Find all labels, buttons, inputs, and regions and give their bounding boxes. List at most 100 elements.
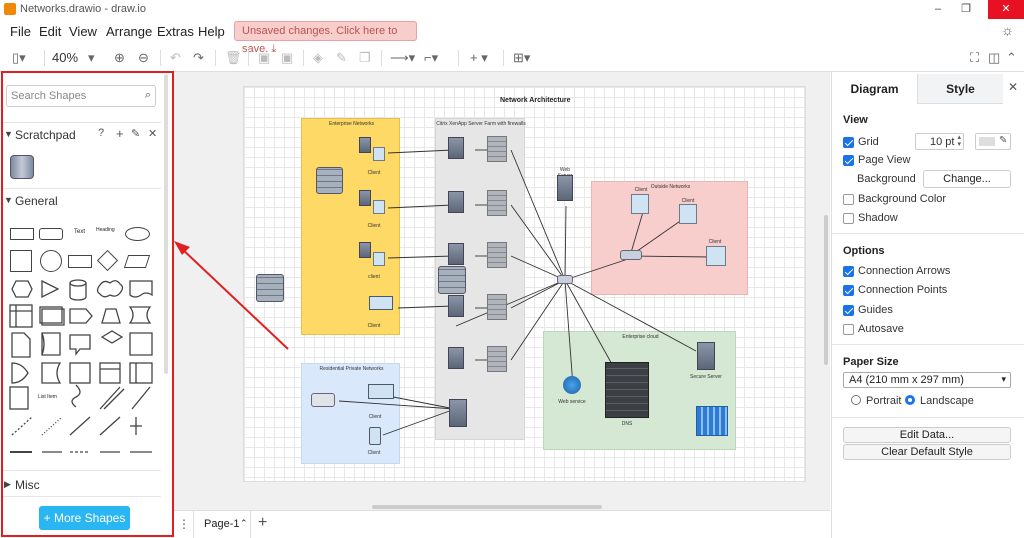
client-monitor-icon[interactable] — [373, 147, 385, 161]
menu-extras[interactable]: Extras — [157, 24, 194, 39]
secure-server-label[interactable]: Secure Server — [690, 374, 722, 380]
background-change-button[interactable]: Change... — [923, 170, 1011, 188]
laptop-icon[interactable] — [368, 384, 394, 399]
close-panel-icon[interactable]: ✕ — [1008, 80, 1019, 94]
client-tower-icon[interactable] — [359, 137, 371, 153]
add-page-icon[interactable]: + — [258, 514, 268, 531]
firewall-icon[interactable] — [487, 242, 507, 268]
chevron-up-icon[interactable]: ⌃ — [240, 518, 248, 528]
theme-sun-icon[interactable]: ☼ — [1001, 22, 1014, 38]
storage-server-icon[interactable] — [438, 266, 466, 294]
client-label[interactable]: Client — [367, 450, 381, 456]
client-monitor-icon[interactable] — [373, 252, 385, 266]
delete-icon[interactable]: 🗑 — [225, 50, 242, 65]
client-label[interactable]: Client — [634, 187, 648, 193]
sidebar-scrollbar[interactable] — [164, 74, 168, 374]
grid-checkbox[interactable] — [843, 137, 854, 148]
vertical-scrollbar[interactable] — [824, 215, 828, 365]
client-monitor-icon[interactable] — [679, 204, 697, 224]
connection-arrows-checkbox[interactable] — [843, 266, 854, 277]
page-tab[interactable]: Page-1 ⌃ — [193, 511, 251, 538]
menu-help[interactable]: Help — [198, 24, 225, 39]
unsaved-changes-button[interactable]: Unsaved changes. Click here to save. ⤓ — [234, 21, 417, 55]
web-service-label[interactable]: Web service — [558, 399, 586, 405]
client-label[interactable]: Client — [368, 414, 382, 420]
general-title[interactable]: General — [15, 194, 58, 208]
tab-diagram[interactable]: Diagram — [832, 74, 917, 104]
pages-menu-icon[interactable]: ⋮ — [178, 517, 190, 531]
menu-view[interactable]: View — [69, 24, 97, 39]
stepper-icon[interactable]: ▴▾ — [957, 134, 961, 148]
client-tower-icon[interactable] — [359, 242, 371, 258]
shape-circle[interactable] — [40, 250, 62, 272]
general-shapes-palette[interactable] — [8, 277, 158, 467]
edit-data-button[interactable]: Edit Data... — [843, 427, 1011, 443]
client-label[interactable]: Client — [681, 198, 695, 204]
citrix-server-icon[interactable] — [448, 137, 464, 159]
client-monitor-icon[interactable] — [373, 200, 385, 214]
citrix-server-icon[interactable] — [448, 347, 464, 369]
portrait-radio[interactable] — [851, 395, 861, 405]
citrix-server-icon[interactable] — [448, 191, 464, 213]
to-back-icon[interactable]: ▣ — [281, 50, 294, 65]
guides-checkbox[interactable] — [843, 305, 854, 316]
firewall-icon[interactable] — [487, 136, 507, 162]
line-color-icon[interactable]: ✎ — [336, 50, 347, 65]
add-icon[interactable]: + — [116, 126, 124, 141]
menu-file[interactable]: File — [10, 24, 31, 39]
shape-text[interactable]: Text — [74, 229, 86, 235]
connection-points-checkbox[interactable] — [843, 285, 854, 296]
page-view-checkbox[interactable] — [843, 155, 854, 166]
switch-icon[interactable] — [557, 275, 573, 284]
shape-rectangle[interactable] — [10, 228, 34, 240]
sidebar-toggle-icon[interactable]: ▯▾ — [12, 50, 26, 65]
grid-size-input[interactable]: 10 pt ▴▾ — [915, 133, 964, 150]
maximize-button[interactable]: ❐ — [961, 3, 971, 15]
outside-networks-container[interactable]: Outside Networks — [591, 181, 748, 295]
search-icon[interactable]: ⌕ — [144, 89, 151, 101]
autosave-checkbox[interactable] — [843, 324, 854, 335]
grid-color-button[interactable]: ✎ — [975, 133, 1011, 150]
collapse-triangle-icon[interactable]: ▼ — [4, 195, 13, 205]
client-monitor-icon[interactable] — [631, 194, 649, 214]
zoom-in-icon[interactable]: ⊕ — [114, 50, 125, 65]
collapse-triangle-icon[interactable]: ▼ — [4, 129, 13, 139]
shape-rounded-rectangle[interactable] — [39, 228, 63, 240]
edit-icon[interactable]: ✎ — [131, 128, 141, 140]
client-label[interactable]: Client — [367, 223, 381, 229]
scratchpad-server-icon[interactable] — [10, 155, 34, 179]
redo-icon[interactable]: ↷ — [193, 50, 204, 65]
connection-icon[interactable]: ⟶▾ — [390, 50, 416, 65]
fill-color-icon[interactable]: ◈ — [313, 50, 323, 65]
zoom-dropdown-icon[interactable]: ▾ — [88, 50, 95, 65]
dns-label[interactable]: DNS — [621, 421, 633, 427]
horizontal-scrollbar[interactable] — [372, 505, 602, 509]
menu-arrange[interactable]: Arrange — [106, 24, 153, 39]
diagram-title[interactable]: Network Architecture — [500, 97, 571, 104]
close-window-button[interactable]: ✕ — [988, 0, 1024, 19]
to-front-icon[interactable]: ▣ — [258, 50, 271, 65]
tab-style[interactable]: Style — [917, 74, 1003, 104]
misc-title[interactable]: Misc — [15, 478, 40, 492]
firewall-icon[interactable] — [487, 190, 507, 216]
gateway-server-icon[interactable] — [449, 399, 467, 427]
web-service-globe-icon[interactable] — [563, 376, 581, 394]
firewall-icon[interactable] — [487, 294, 507, 320]
waypoints-icon[interactable]: ⌐▾ — [424, 50, 439, 65]
background-color-checkbox[interactable] — [843, 194, 854, 205]
laptop-icon[interactable] — [369, 296, 393, 310]
close-icon[interactable]: ✕ — [148, 128, 158, 140]
storage-server-icon[interactable] — [316, 167, 343, 194]
search-input[interactable] — [11, 89, 131, 103]
client-label[interactable]: Client — [367, 170, 381, 176]
client-monitor-icon[interactable] — [706, 246, 726, 266]
secure-server-icon[interactable] — [697, 342, 715, 370]
zoom-out-icon[interactable]: ⊖ — [138, 50, 149, 65]
format-panel-icon[interactable]: ◫ — [988, 50, 1001, 65]
storage-server-icon[interactable] — [256, 274, 284, 302]
citrix-server-icon[interactable] — [448, 295, 464, 317]
help-icon[interactable]: ? — [98, 127, 105, 139]
client-label[interactable]: Client — [708, 239, 722, 245]
office-building-icon[interactable] — [696, 406, 728, 436]
minimize-button[interactable]: – — [934, 3, 942, 15]
